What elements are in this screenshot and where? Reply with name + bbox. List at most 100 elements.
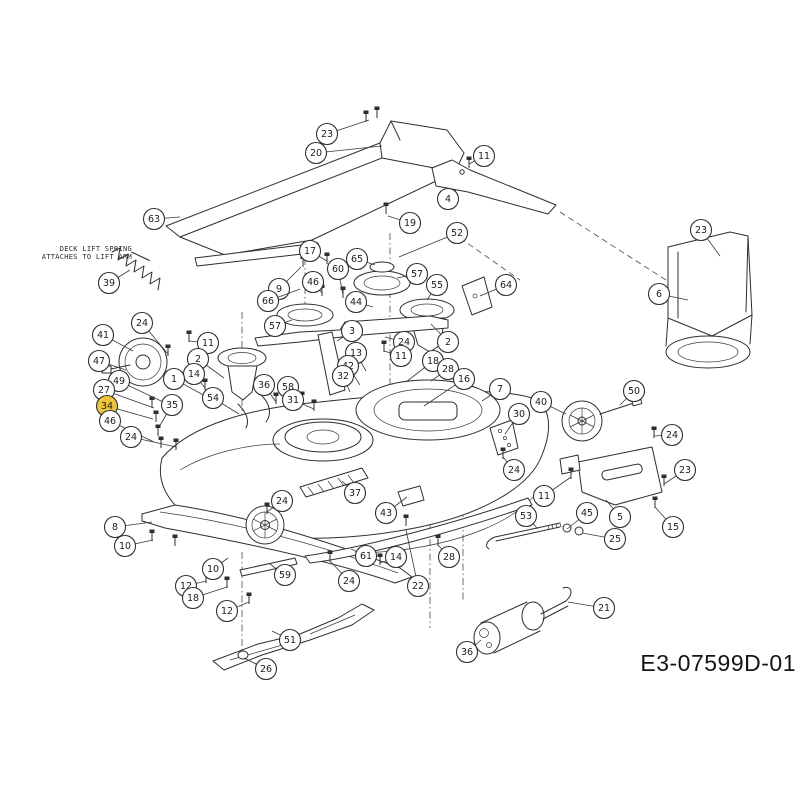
svg-text:63: 63 bbox=[148, 214, 160, 225]
callout-37[interactable]: 37 bbox=[341, 480, 367, 505]
callout-24[interactable]: 24 bbox=[502, 456, 526, 482]
callout-28[interactable]: 28 bbox=[437, 544, 461, 569]
svg-text:10: 10 bbox=[207, 564, 219, 575]
svg-text:24: 24 bbox=[276, 496, 288, 507]
support-bracket bbox=[431, 159, 557, 215]
callout-14[interactable]: 14 bbox=[182, 362, 206, 389]
svg-text:36: 36 bbox=[461, 647, 473, 658]
callout-36[interactable]: 36 bbox=[252, 373, 277, 403]
callout-28[interactable]: 28 bbox=[430, 357, 460, 382]
callout-12[interactable]: 12 bbox=[215, 599, 250, 623]
deck-lift-spring-note: DECK LIFT SPRING ATTACHES TO LIFT ARM bbox=[40, 245, 132, 261]
callout-24[interactable]: 24 bbox=[266, 489, 294, 513]
callout-26[interactable]: 26 bbox=[243, 657, 278, 681]
callout-5[interactable]: 5 bbox=[605, 499, 632, 529]
note-line-1: DECK LIFT SPRING bbox=[59, 245, 132, 253]
callout-40[interactable]: 40 bbox=[529, 390, 567, 415]
callout-22[interactable]: 22 bbox=[405, 529, 430, 598]
engagement-rod bbox=[540, 586, 572, 620]
deck-roller bbox=[473, 601, 545, 655]
svg-text:20: 20 bbox=[310, 148, 322, 159]
callout-44[interactable]: 44 bbox=[344, 290, 374, 314]
callout-20[interactable]: 20 bbox=[304, 141, 383, 165]
callout-64[interactable]: 64 bbox=[479, 273, 518, 297]
svg-text:14: 14 bbox=[390, 552, 402, 563]
callout-46[interactable]: 46 bbox=[301, 270, 325, 294]
callout-66[interactable]: 66 bbox=[256, 288, 301, 313]
callout-7[interactable]: 7 bbox=[481, 377, 512, 402]
callout-21[interactable]: 21 bbox=[567, 596, 616, 620]
callout-55[interactable]: 55 bbox=[425, 273, 449, 301]
note-leader-line bbox=[131, 251, 150, 261]
callout-60[interactable]: 60 bbox=[326, 257, 350, 296]
callout-54[interactable]: 54 bbox=[201, 386, 240, 415]
callout-24[interactable]: 24 bbox=[130, 311, 169, 355]
callout-24[interactable]: 24 bbox=[119, 425, 177, 449]
svg-text:23: 23 bbox=[695, 225, 707, 236]
callout-19[interactable]: 19 bbox=[387, 211, 422, 235]
callout-8[interactable]: 8 bbox=[103, 515, 153, 539]
callout-25[interactable]: 25 bbox=[581, 527, 627, 551]
callout-51[interactable]: 51 bbox=[271, 628, 302, 652]
callout-31[interactable]: 31 bbox=[281, 388, 315, 412]
callout-52[interactable]: 52 bbox=[398, 221, 469, 258]
callout-11[interactable]: 11 bbox=[468, 144, 496, 168]
callout-47[interactable]: 47 bbox=[87, 349, 127, 373]
callout-23[interactable]: 23 bbox=[315, 119, 370, 146]
deck-wheel bbox=[245, 505, 285, 545]
callout-45[interactable]: 45 bbox=[566, 501, 599, 530]
callout-3[interactable]: 3 bbox=[336, 319, 364, 343]
callout-24[interactable]: 24 bbox=[329, 560, 361, 593]
svg-text:11: 11 bbox=[478, 151, 490, 162]
callout-11[interactable]: 11 bbox=[383, 344, 413, 368]
callout-30[interactable]: 30 bbox=[504, 402, 531, 435]
callout-57[interactable]: 57 bbox=[396, 262, 429, 286]
svg-text:19: 19 bbox=[404, 218, 416, 229]
callout-16[interactable]: 16 bbox=[423, 367, 476, 407]
callout-11[interactable]: 11 bbox=[532, 476, 572, 508]
svg-text:24: 24 bbox=[666, 430, 678, 441]
svg-text:37: 37 bbox=[349, 488, 361, 499]
callout-32[interactable]: 32 bbox=[331, 364, 355, 393]
discharge-chute bbox=[665, 231, 753, 369]
callout-63[interactable]: 63 bbox=[142, 207, 181, 231]
svg-text:50: 50 bbox=[628, 386, 640, 397]
svg-text:13: 13 bbox=[350, 348, 362, 359]
callout-18[interactable]: 18 bbox=[181, 586, 228, 610]
svg-text:8: 8 bbox=[112, 522, 118, 533]
svg-text:46: 46 bbox=[307, 277, 319, 288]
callout-24[interactable]: 24 bbox=[653, 423, 684, 447]
left-idler-wheel bbox=[101, 337, 168, 387]
callout-23[interactable]: 23 bbox=[663, 458, 697, 485]
lift-rod bbox=[486, 522, 584, 550]
callout-23[interactable]: 23 bbox=[689, 218, 721, 257]
callout-15[interactable]: 15 bbox=[654, 506, 685, 539]
idler-bracket-plate bbox=[461, 276, 493, 316]
svg-text:24: 24 bbox=[343, 576, 355, 587]
callout-11[interactable]: 11 bbox=[188, 331, 220, 355]
callout-39[interactable]: 39 bbox=[97, 269, 131, 295]
callout-10[interactable]: 10 bbox=[113, 534, 154, 558]
callout-17[interactable]: 17 bbox=[298, 239, 328, 263]
callout-41[interactable]: 41 bbox=[91, 323, 134, 352]
callout-57[interactable]: 57 bbox=[263, 314, 293, 338]
deck-lift-spring bbox=[111, 247, 161, 291]
callout-4[interactable]: 4 bbox=[436, 187, 460, 211]
callout-35[interactable]: 35 bbox=[158, 393, 184, 428]
svg-text:57: 57 bbox=[411, 269, 423, 280]
callout-36[interactable]: 36 bbox=[455, 639, 482, 664]
callout-46[interactable]: 46 bbox=[98, 409, 155, 443]
callout-10[interactable]: 10 bbox=[201, 557, 229, 581]
callout-59[interactable]: 59 bbox=[269, 563, 297, 587]
callout-50[interactable]: 50 bbox=[619, 379, 646, 406]
callout-43[interactable]: 43 bbox=[374, 496, 408, 525]
callout-61[interactable]: 61 bbox=[350, 544, 378, 568]
callout-6[interactable]: 6 bbox=[647, 282, 689, 306]
svg-text:12: 12 bbox=[221, 606, 233, 617]
belt-cover bbox=[165, 120, 465, 267]
callout-65[interactable]: 65 bbox=[345, 247, 376, 271]
callout-14[interactable]: 14 bbox=[379, 545, 408, 569]
svg-text:31: 31 bbox=[287, 395, 299, 406]
callout-53[interactable]: 53 bbox=[514, 504, 539, 530]
callout-2[interactable]: 2 bbox=[430, 323, 460, 354]
